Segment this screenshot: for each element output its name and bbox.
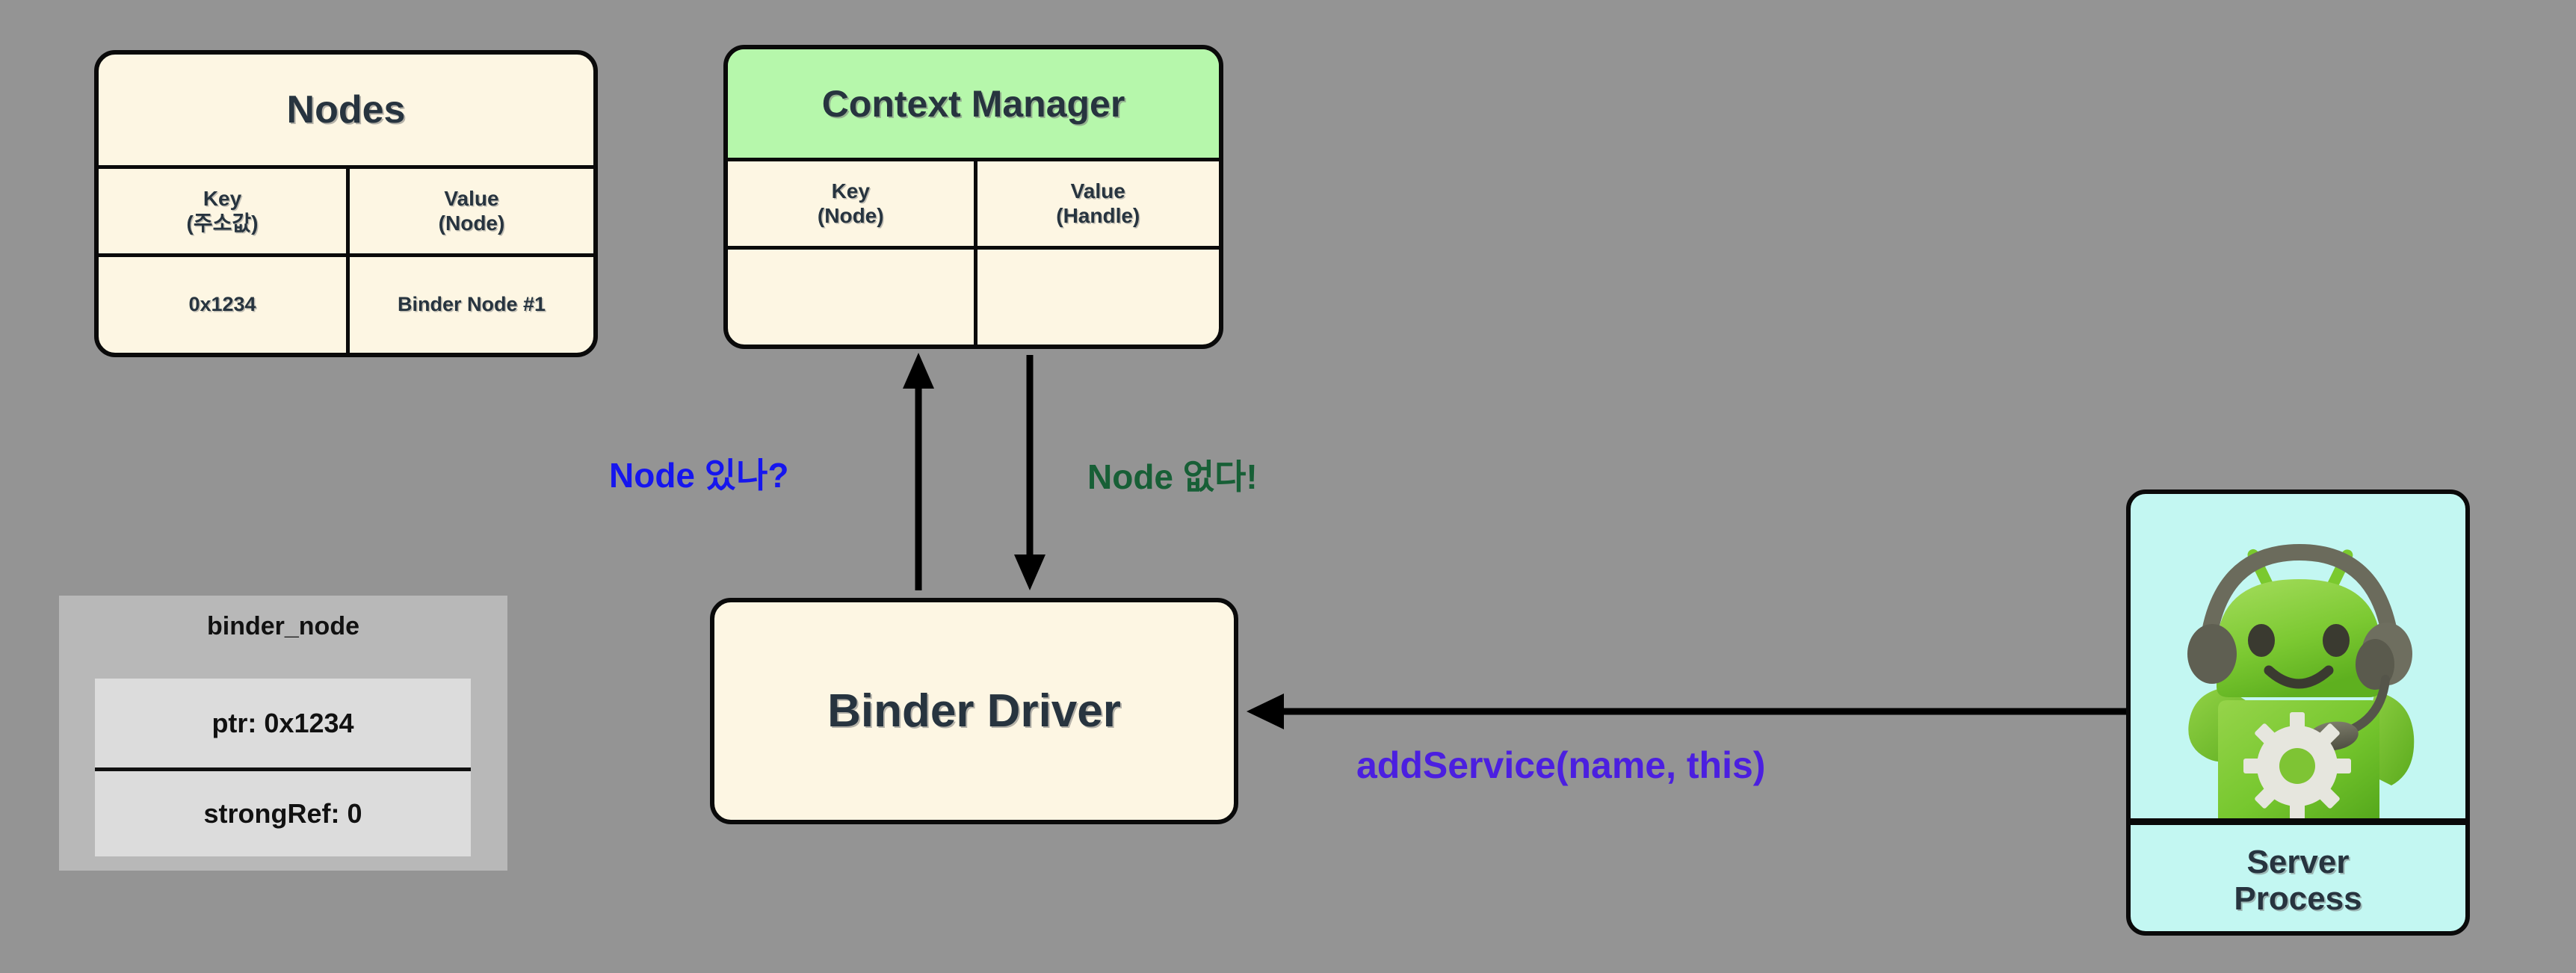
nodes-cell-value: Binder Node #1	[346, 257, 593, 353]
binder-node-struct: binder_node ptr: 0x1234 strongRef: 0	[59, 596, 507, 871]
binder-node-fields: ptr: 0x1234 strongRef: 0	[95, 679, 471, 856]
label-add-service: addService(name, this)	[1356, 744, 1766, 786]
server-process-label-line1: Server	[2246, 843, 2350, 880]
nodes-header-value-line2: (Node)	[438, 211, 505, 235]
binder-node-field-strongref: strongRef: 0	[95, 767, 471, 856]
cm-cell-key	[728, 250, 974, 345]
server-process-box: Server Process	[2126, 489, 2470, 936]
context-manager-title: Context Manager	[728, 49, 1219, 158]
cm-cell-value	[973, 250, 1220, 345]
table-row: 0x1234 Binder Node #1	[99, 253, 593, 353]
label-node-absent: Node 없다!	[1087, 457, 1258, 496]
cm-header-key-line2: (Node)	[817, 203, 884, 227]
cm-header-value-line2: (Handle)	[1056, 203, 1140, 227]
arrow-node-absent	[1014, 355, 1045, 590]
nodes-table-header-row: Key (주소값) Value (Node)	[99, 165, 593, 253]
android-robot-with-headset-icon	[2131, 494, 2465, 818]
cm-header-value: Value (Handle)	[973, 161, 1220, 246]
context-manager-header-row: Key (Node) Value (Handle)	[728, 158, 1219, 246]
cm-header-value-line1: Value	[1070, 179, 1125, 203]
server-process-label-line2: Process	[2234, 880, 2362, 917]
nodes-table: Nodes Key (주소값) Value (Node) 0x1234 Bind…	[94, 50, 598, 357]
table-row	[728, 246, 1219, 345]
arrow-node-query	[903, 353, 934, 590]
binder-node-title: binder_node	[206, 612, 360, 640]
server-process-label: Server Process	[2131, 818, 2465, 931]
nodes-header-key-line2: (주소값)	[186, 211, 259, 235]
nodes-table-title: Nodes	[286, 88, 406, 132]
context-manager-table: Context Manager Key (Node) Value (Handle…	[723, 45, 1223, 349]
nodes-cell-key: 0x1234	[188, 293, 256, 316]
nodes-header-key-line1: Key	[203, 187, 242, 211]
nodes-header-value-line1: Value	[444, 187, 499, 211]
nodes-header-key: Key (주소값)	[99, 169, 346, 253]
binder-driver-label: Binder Driver	[827, 685, 1121, 737]
nodes-header-value: Value (Node)	[346, 169, 593, 253]
binder-node-field-ptr: ptr: 0x1234	[211, 707, 354, 738]
cm-header-key: Key (Node)	[728, 161, 974, 246]
binder-driver-box: Binder Driver	[710, 598, 1238, 824]
label-node-query: Node 있나?	[609, 456, 789, 495]
cm-header-key-line1: Key	[831, 179, 870, 203]
arrow-add-service	[1247, 694, 2126, 729]
